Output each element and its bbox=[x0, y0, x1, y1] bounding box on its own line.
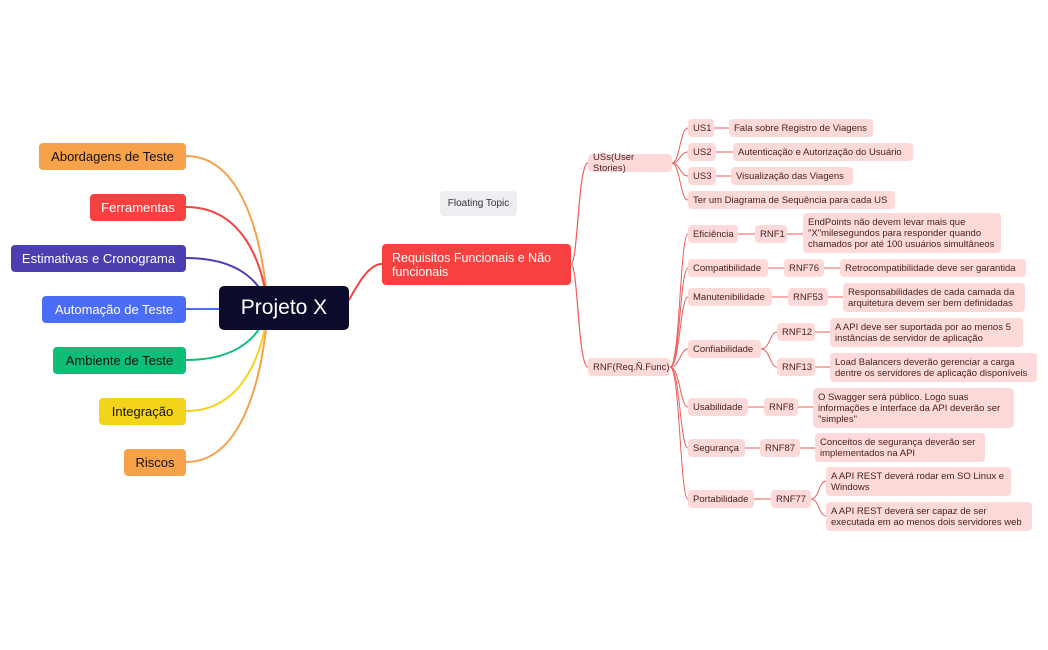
rnf1-node[interactable]: RNF1 bbox=[755, 225, 787, 243]
us2-node[interactable]: US2 bbox=[688, 143, 716, 161]
main-branch-requisitos[interactable]: Requisitos Funcionais e Não funcionais bbox=[382, 244, 571, 285]
rnf77-node[interactable]: RNF77 bbox=[771, 490, 811, 508]
rnf1-desc[interactable]: EndPoints não devem levar mais que "X"mi… bbox=[803, 213, 1001, 253]
connector-cat-5 bbox=[669, 366, 689, 449]
connector-us-3 bbox=[671, 162, 689, 201]
topic-ambiente-de-teste[interactable]: Ambiente de Teste bbox=[53, 347, 186, 374]
connector-cat-2 bbox=[669, 296, 689, 368]
rnf12-node[interactable]: RNF12 bbox=[777, 323, 815, 341]
connector-cat-3 bbox=[669, 348, 689, 368]
connector-left-0 bbox=[185, 155, 269, 309]
us1-node[interactable]: US1 bbox=[688, 119, 714, 137]
cat-portabilidade[interactable]: Portabilidade bbox=[688, 490, 754, 508]
floating-topic[interactable]: Floating Topic bbox=[440, 191, 517, 216]
connector-cat-0 bbox=[669, 233, 689, 368]
rnf87-node[interactable]: RNF87 bbox=[760, 439, 800, 457]
rnf76-desc[interactable]: Retrocompatibilidade deve ser garantida bbox=[840, 259, 1026, 277]
connector-rnf bbox=[570, 263, 589, 368]
cat-compatibilidade[interactable]: Compatibilidade bbox=[688, 259, 768, 277]
topic-riscos[interactable]: Riscos bbox=[124, 449, 186, 476]
rnf77-desc-2[interactable]: A API REST deverá ser capaz de ser execu… bbox=[826, 502, 1032, 531]
rnf8-desc[interactable]: O Swagger será público. Logo suas inform… bbox=[813, 388, 1014, 428]
us1-desc[interactable]: Fala sobre Registro de Viagens bbox=[729, 119, 873, 137]
uss-node[interactable]: USs(User Stories) bbox=[588, 152, 672, 174]
connector-main bbox=[348, 263, 383, 301]
us-note[interactable]: Ter um Diagrama de Sequência para cada U… bbox=[688, 191, 895, 209]
connector-port-b bbox=[810, 498, 827, 517]
central-topic[interactable]: Projeto X bbox=[219, 286, 349, 330]
topic-abordagens-de-teste[interactable]: Abordagens de Teste bbox=[39, 143, 186, 170]
rnf13-desc[interactable]: Load Balancers deverão gerenciar a carga… bbox=[830, 353, 1037, 382]
topic-integracao[interactable]: Integração bbox=[99, 398, 186, 425]
cat-manutenibilidade[interactable]: Manutenibilidade bbox=[688, 288, 772, 306]
rnf12-desc[interactable]: A API deve ser suportada por ao menos 5 … bbox=[830, 318, 1023, 347]
connector-conf-b bbox=[760, 348, 778, 368]
rnf-node[interactable]: RNF(Req.Ñ.Func) bbox=[588, 358, 670, 376]
rnf87-desc[interactable]: Conceitos de segurança deverão ser imple… bbox=[815, 433, 985, 462]
topic-automacao-de-teste[interactable]: Automação de Teste bbox=[42, 296, 186, 323]
connector-left-6 bbox=[185, 307, 269, 463]
topic-estimativas-e-cronograma[interactable]: Estimativas e Cronograma bbox=[11, 245, 186, 272]
us3-desc[interactable]: Visualização das Viagens bbox=[731, 167, 853, 185]
cat-confiabilidade[interactable]: Confiabilidade bbox=[688, 340, 761, 358]
connector-cat-6 bbox=[669, 366, 689, 500]
connector-us-0 bbox=[671, 127, 689, 164]
topic-ferramentas[interactable]: Ferramentas bbox=[90, 194, 186, 221]
rnf53-node[interactable]: RNF53 bbox=[788, 288, 828, 306]
rnf13-node[interactable]: RNF13 bbox=[777, 358, 815, 376]
us3-node[interactable]: US3 bbox=[688, 167, 716, 185]
cat-eficiencia[interactable]: Eficiência bbox=[688, 225, 738, 243]
us2-desc[interactable]: Autenticação e Autorização do Usuário bbox=[733, 143, 913, 161]
connector-us-1 bbox=[671, 151, 689, 164]
connector-port-a bbox=[810, 480, 827, 500]
rnf77-desc-1[interactable]: A API REST deverá rodar em SO Linux e Wi… bbox=[826, 467, 1011, 496]
connector-conf-a bbox=[760, 331, 778, 350]
rnf53-desc[interactable]: Responsabilidades de cada camada da arqu… bbox=[843, 283, 1025, 312]
rnf76-node[interactable]: RNF76 bbox=[784, 259, 824, 277]
connector-uss bbox=[570, 162, 589, 265]
cat-usabilidade[interactable]: Usabilidade bbox=[688, 398, 748, 416]
connector-cat-1 bbox=[669, 267, 689, 368]
rnf8-node[interactable]: RNF8 bbox=[764, 398, 798, 416]
cat-seguranca[interactable]: Segurança bbox=[688, 439, 745, 457]
